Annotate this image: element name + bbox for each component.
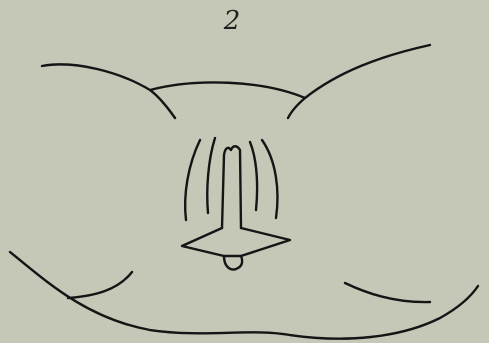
crossbar: [182, 228, 290, 256]
bottom-contour: [10, 252, 478, 339]
right-outer-curve: [262, 140, 277, 218]
lower-left-curve: [68, 272, 132, 298]
upper-left-arc: [42, 64, 175, 118]
left-inner-curve: [207, 138, 215, 213]
central-stalk: [222, 146, 241, 228]
right-inner-curve: [250, 142, 257, 210]
upper-right-arc: [305, 45, 430, 98]
upper-middle-curve: [150, 82, 305, 118]
lower-right-curve: [345, 283, 430, 302]
left-outer-curve: [185, 140, 200, 220]
bottom-lobe: [224, 256, 242, 270]
